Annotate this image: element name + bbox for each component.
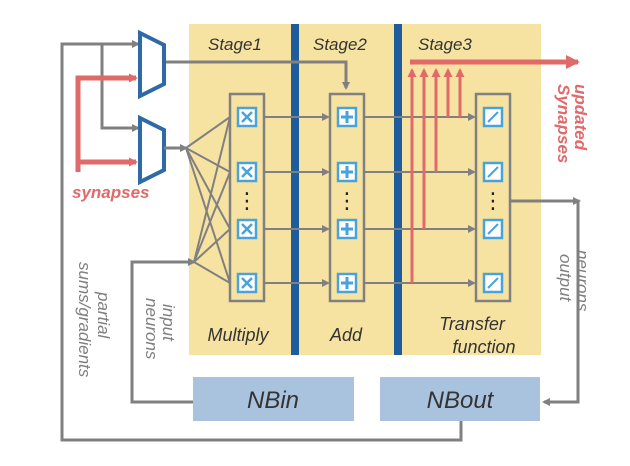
stage1-title: Stage1 bbox=[208, 35, 262, 54]
add-ellipsis: ⋮ bbox=[336, 189, 358, 214]
crossbar-lines bbox=[185, 116, 231, 284]
synapses-label: synapses bbox=[72, 183, 150, 202]
stage-divider-1 bbox=[291, 24, 299, 355]
multiply-cell bbox=[236, 106, 258, 128]
partial-sums-line1: partial bbox=[94, 291, 113, 340]
multiply-column bbox=[228, 92, 266, 303]
add-cell bbox=[336, 161, 358, 183]
add-cells bbox=[336, 106, 358, 294]
transfer-label-line2: function bbox=[452, 337, 515, 357]
partial-sums-label: partial sums/gradients bbox=[75, 262, 113, 378]
partial-sums-line2: sums/gradients bbox=[75, 262, 94, 378]
input-neurons-line2: neurons bbox=[142, 298, 161, 360]
transfer-cell bbox=[482, 106, 504, 128]
add-cell bbox=[336, 218, 358, 240]
multiply-label: Multiply bbox=[207, 325, 269, 345]
add-label: Add bbox=[329, 325, 363, 345]
transfer-column bbox=[474, 92, 512, 303]
nbout-label: NBout bbox=[427, 387, 495, 414]
nbin-box bbox=[193, 377, 354, 421]
synapses-line bbox=[75, 73, 138, 172]
lane-arrows bbox=[264, 113, 476, 287]
partial-sums-loop bbox=[60, 40, 463, 442]
stage3-title: Stage3 bbox=[418, 35, 472, 54]
mux-branch-line bbox=[100, 44, 140, 132]
stage-divider-2 bbox=[394, 24, 402, 355]
input-neurons-label: input neurons bbox=[142, 298, 178, 360]
multiply-ellipsis: ⋮ bbox=[236, 189, 258, 214]
transfer-cells bbox=[482, 106, 504, 294]
multiply-cell bbox=[236, 218, 258, 240]
input-neurons-line1: input bbox=[159, 304, 178, 342]
add-cell bbox=[336, 272, 358, 294]
updated-synapses-line1: updated bbox=[571, 84, 590, 151]
stage2-title: Stage2 bbox=[313, 35, 367, 54]
input-neurons-path bbox=[130, 258, 196, 404]
output-neurons-path bbox=[510, 199, 580, 406]
transfer-cell bbox=[482, 161, 504, 183]
multiply-cell bbox=[236, 161, 258, 183]
updated-synapses-arrows bbox=[407, 68, 465, 283]
updated-synapses-label: updated Synapses bbox=[554, 84, 590, 163]
updated-synapses-line2: Synapses bbox=[554, 84, 573, 163]
transfer-cell bbox=[482, 272, 504, 294]
mux-bottom bbox=[138, 114, 166, 186]
transfer-ellipsis: ⋮ bbox=[482, 189, 504, 214]
transfer-label-line1: Transfer bbox=[439, 314, 506, 334]
output-neurons-line2: neurons bbox=[573, 250, 592, 312]
nbin-label: NBin bbox=[247, 387, 299, 414]
transfer-cell bbox=[482, 218, 504, 240]
nbout-box bbox=[380, 377, 540, 421]
multiply-cell bbox=[236, 272, 258, 294]
output-neurons-line1: output bbox=[556, 254, 575, 303]
output-neurons-label: output neurons bbox=[556, 250, 592, 312]
add-cell bbox=[336, 106, 358, 128]
mux-to-add-arrow bbox=[165, 60, 350, 90]
add-column bbox=[328, 92, 366, 303]
mux-top bbox=[138, 29, 166, 100]
multiply-cells bbox=[236, 106, 258, 294]
